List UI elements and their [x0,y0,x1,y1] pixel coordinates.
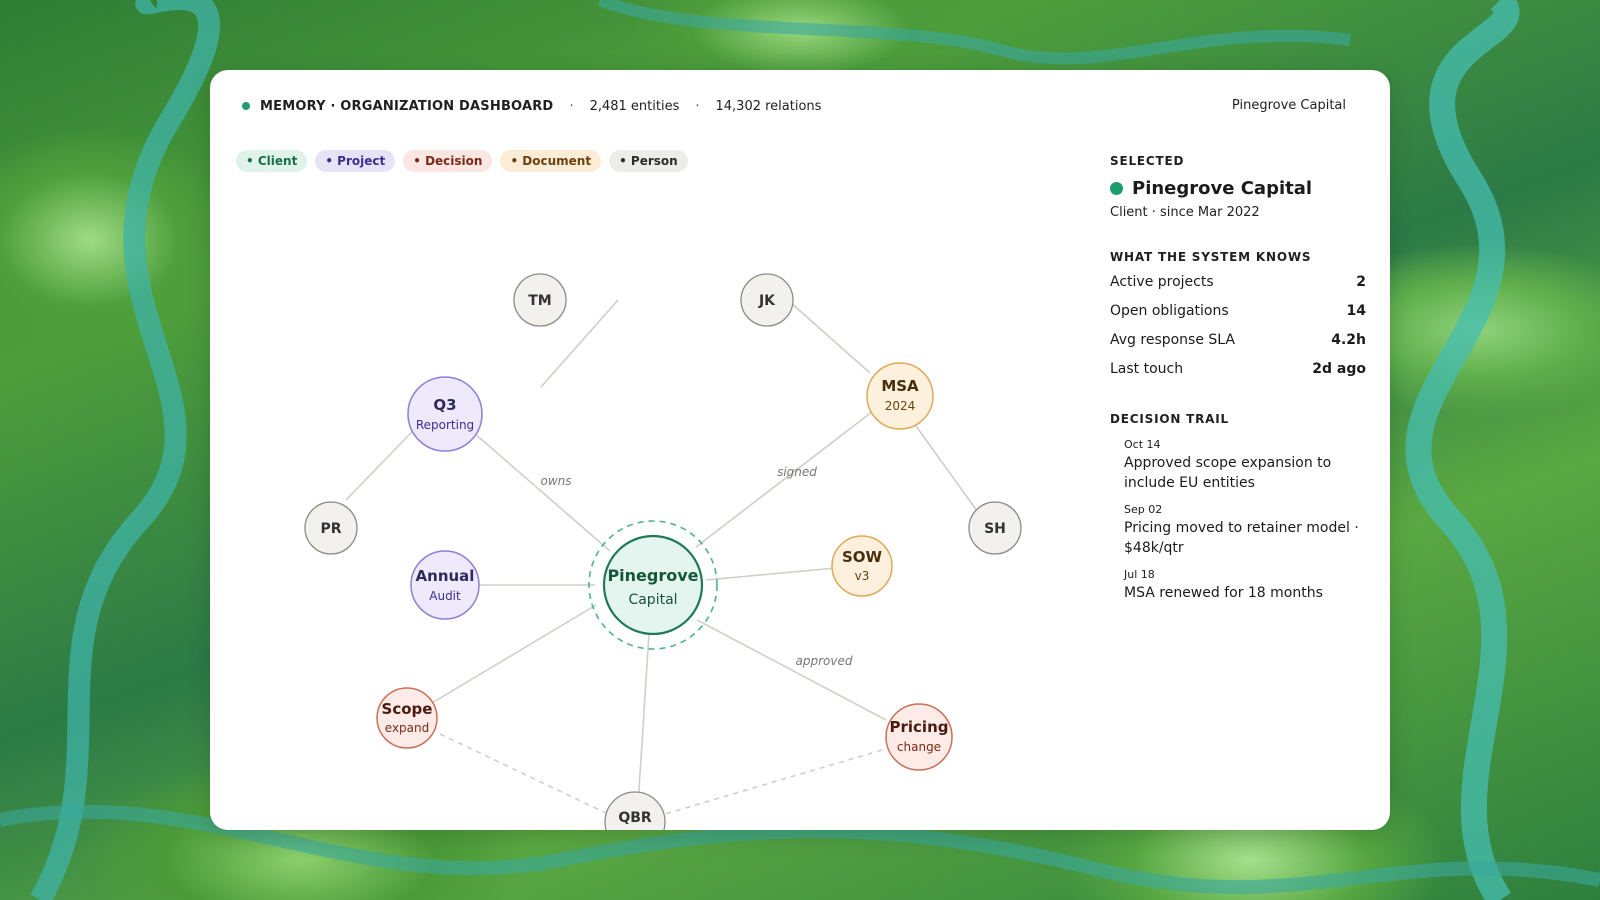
node-label: SH [984,521,1006,537]
graph-edge [473,432,611,552]
legend-chip-decision[interactable]: • Decision [403,150,493,172]
node-pinegrove-capital[interactable]: Pinegrove Capital [602,534,704,636]
header-bar: MEMORY · ORGANIZATION DASHBOARD · 2,481 … [242,96,821,116]
legend-chip-person[interactable]: • Person [609,150,688,172]
graph-edge [789,301,871,374]
graph-edge-dashed [664,749,883,815]
node-label: SOW [842,548,883,566]
node-label: Pricing [890,718,949,736]
node-sow-v3[interactable]: SOW v3 [831,535,893,597]
node-q3-reporting[interactable]: Q3 Reporting [407,376,483,452]
status-dot-icon [242,102,250,110]
client-dot-icon [1110,182,1123,195]
fact-label: Open obligations [1110,303,1229,319]
header-separator: · [695,98,700,114]
graph-edge [915,425,981,516]
graph-edge [695,407,878,548]
legend-chip-document[interactable]: • Document [500,150,602,172]
trail-text: Approved scope expansion to include EU e… [1124,455,1332,491]
org-name[interactable]: Pinegrove Capital [1231,98,1346,113]
selected-ring [588,520,718,650]
node-scope-expand[interactable]: Scope expand [376,687,438,749]
node-qbr[interactable]: QBR [604,791,666,830]
selected-name: Pinegrove Capital [1132,178,1313,199]
node-label: TM [528,293,551,309]
node-sublabel: change [897,740,941,754]
node-label: Pinegrove [607,566,698,585]
node-sublabel: v3 [855,569,870,583]
edge-label-owns: owns [540,474,571,488]
graph-edge [431,604,597,704]
details-sidebar: SELECTED Pinegrove Capital Client · sinc… [1110,154,1366,613]
fact-label: Active projects [1110,274,1214,290]
node-person-pr[interactable]: PR [304,501,358,555]
node-sublabel: Reporting [416,418,474,432]
graph-edge [637,633,650,806]
fact-value: 4.2h [1331,332,1366,348]
node-label: Scope [382,700,433,718]
knows-heading: WHAT THE SYSTEM KNOWS [1110,250,1312,264]
fact-value: 14 [1346,303,1366,319]
graph-edge [696,619,887,721]
dashboard-title: MEMORY · ORGANIZATION DASHBOARD [260,98,554,114]
node-sublabel: Audit [429,589,461,603]
knowledge-graph[interactable]: owns signed approved Pinegrove Capital Q… [210,70,1110,830]
trail-heading: DECISION TRAIL [1110,412,1229,426]
trail-date: Jul 18 [1124,568,1155,581]
selected-subtitle: Client · since Mar 2022 [1110,205,1260,220]
legend-chip-client[interactable]: • Client [236,150,308,172]
node-annual-audit[interactable]: Annual Audit [410,550,480,620]
node-label: JK [758,293,776,309]
trail-text: MSA renewed for 18 months [1124,585,1323,601]
node-msa-2024[interactable]: MSA 2024 [866,362,934,430]
selected-heading: SELECTED [1110,154,1185,168]
node-label: Q3 [433,396,456,414]
fact-label: Avg response SLA [1110,332,1236,348]
node-sublabel: Capital [628,592,677,608]
fact-value: 2 [1356,274,1366,290]
graph-edge [540,299,619,388]
header-separator: · [569,98,574,114]
decision-trail: Oct 14 Approved scope expansion to inclu… [1124,438,1366,603]
trail-item[interactable]: Jul 18 MSA renewed for 18 months [1124,568,1366,603]
relations-count: 14,302 relations [715,98,822,114]
edge-label-approved: approved [796,654,853,668]
graph-edge-dashed [439,733,611,816]
trail-item[interactable]: Oct 14 Approved scope expansion to inclu… [1124,438,1366,493]
trail-text: Pricing moved to retainer model · $48k/q… [1124,520,1359,556]
fact-row: Avg response SLA 4.2h [1110,326,1366,355]
fact-row: Last touch 2d ago [1110,355,1366,384]
selected-entity: Pinegrove Capital [1110,178,1366,199]
node-label: QBR [618,810,652,826]
node-pricing-change[interactable]: Pricing change [885,703,953,771]
trail-date: Oct 14 [1124,438,1161,451]
legend-chip-project[interactable]: • Project [315,150,396,172]
node-person-jk[interactable]: JK [740,273,794,327]
fact-row: Open obligations 14 [1110,297,1366,326]
fact-label: Last touch [1110,361,1184,377]
node-sublabel: expand [385,721,429,735]
dashboard-panel: MEMORY · ORGANIZATION DASHBOARD · 2,481 … [210,70,1390,830]
fact-row: Active projects 2 [1110,268,1366,297]
edge-label-signed: signed [777,465,817,479]
node-person-tm[interactable]: TM [513,273,567,327]
node-person-sh[interactable]: SH [968,501,1022,555]
graph-edge [705,567,837,581]
trail-date: Sep 02 [1124,503,1163,516]
trail-item[interactable]: Sep 02 Pricing moved to retainer model ·… [1124,503,1366,558]
legend: • Client • Project • Decision • Document… [236,150,688,172]
node-label: Annual [416,567,475,585]
node-sublabel: 2024 [885,399,916,413]
node-label: MSA [881,377,919,395]
graph-edges [345,299,981,816]
node-label: PR [320,521,341,537]
entities-count: 2,481 entities [589,98,680,114]
fact-value: 2d ago [1312,361,1366,377]
